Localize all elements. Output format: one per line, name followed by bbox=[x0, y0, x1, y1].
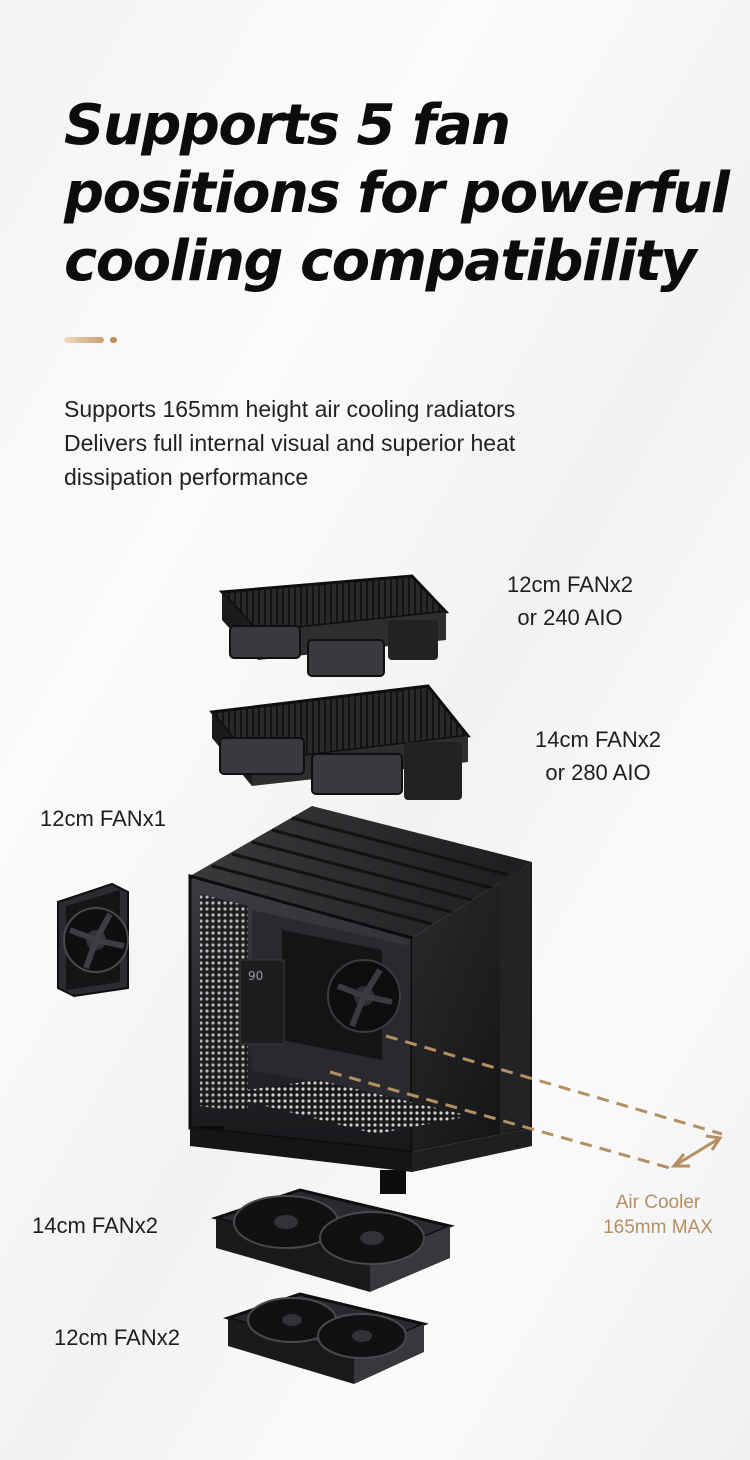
accent-bar bbox=[64, 337, 104, 343]
accent-dot bbox=[110, 337, 117, 343]
label-top-radiator-line-2: or 240 AIO bbox=[517, 605, 623, 630]
rear-fan-120 bbox=[57, 882, 129, 998]
radiator-280 bbox=[209, 684, 471, 800]
accent-divider bbox=[64, 337, 120, 343]
headline-line-2: positions for powerful bbox=[64, 161, 730, 226]
radiator-240-top bbox=[218, 574, 450, 677]
label-rear-fan-line-1: 12cm FANx1 bbox=[40, 806, 166, 831]
label-rear-fan: 12cm FANx1 bbox=[40, 802, 166, 835]
description-line-2: Delivers full internal visual and superi… bbox=[64, 430, 516, 456]
label-bottom-fans-14: 14cm FANx2 bbox=[32, 1209, 158, 1242]
label-second-radiator: 14cm FANx2 or 280 AIO bbox=[518, 723, 678, 789]
headline-line-3: cooling compatibility bbox=[64, 229, 697, 294]
description-line-3: dissipation performance bbox=[64, 464, 309, 490]
label-second-radiator-line-2: or 280 AIO bbox=[545, 760, 651, 785]
pc-case: 90 bbox=[188, 806, 532, 1194]
label-air-cooler: Air Cooler 165mm MAX bbox=[590, 1190, 726, 1240]
label-top-radiator: 12cm FANx2 or 240 AIO bbox=[490, 568, 650, 634]
psu-badge: 90 bbox=[248, 969, 263, 983]
headline-line-1: Supports 5 fan bbox=[64, 93, 511, 158]
label-air-cooler-line-1: Air Cooler bbox=[615, 1192, 701, 1213]
feature-description: Supports 165mm height air cooling radiat… bbox=[64, 392, 624, 494]
label-top-radiator-line-1: 12cm FANx2 bbox=[507, 572, 633, 597]
label-air-cooler-line-2: 165mm MAX bbox=[603, 1217, 713, 1238]
description-line-1: Supports 165mm height air cooling radiat… bbox=[64, 396, 516, 422]
label-bottom-fans-12-line-1: 12cm FANx2 bbox=[54, 1325, 180, 1350]
label-bottom-fans-14-line-1: 14cm FANx2 bbox=[32, 1213, 158, 1238]
label-bottom-fans-12: 12cm FANx2 bbox=[54, 1321, 180, 1354]
bottom-fans-140 bbox=[210, 1188, 455, 1292]
bottom-fans-120 bbox=[222, 1292, 429, 1384]
air-cooler-dimension bbox=[329, 1034, 723, 1170]
label-second-radiator-line-1: 14cm FANx2 bbox=[535, 727, 661, 752]
page-headline: Supports 5 fan positions for powerful co… bbox=[64, 92, 730, 296]
